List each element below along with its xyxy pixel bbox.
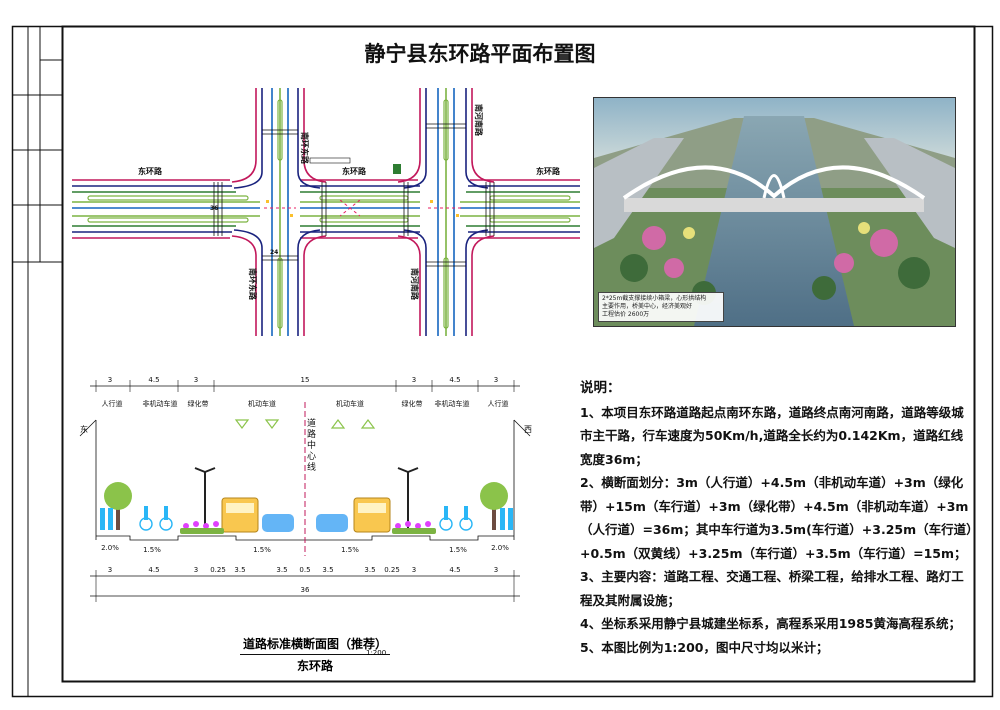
bottom-dim: 3 — [108, 566, 112, 574]
road-label-ne: 南河南路 — [474, 104, 484, 137]
bottom-dim: 4.5 — [148, 566, 159, 574]
lane-dim-1: 24 — [270, 249, 278, 256]
top-dim: 3 — [108, 376, 112, 384]
note-item: 3、主要内容：道路工程、交通工程、桥梁工程，给排水工程、路灯工程及其附属设施； — [580, 569, 964, 608]
road-label-sw: 南环东路 — [248, 268, 258, 301]
bottom-dim: 3.5 — [322, 566, 333, 574]
bottom-dim: 3 — [194, 566, 198, 574]
road-label-east: 东环路 — [536, 166, 561, 176]
render-caption-line: 主要作用，桥美中心，经济美观好 — [602, 303, 693, 310]
zone-label: 绿化带 — [188, 399, 209, 408]
cross-section-scale: 1:200 — [366, 649, 387, 657]
slope-label: 1.5% — [449, 546, 467, 554]
note-item: 4、坐标系采用静宁县城建坐标系，高程系采用1985黄海高程系统； — [580, 616, 961, 631]
slope-label: 1.5% — [143, 546, 161, 554]
slope-label: 2.0% — [491, 544, 509, 552]
cross-section-title: 道路标准横断面图（推荐） 东环路 — [240, 635, 390, 674]
drawing-title: 静宁县东环路平面布置图 — [364, 42, 596, 66]
cross-section-title-line1: 道路标准横断面图（推荐） — [240, 635, 390, 655]
top-dim: 4.5 — [449, 376, 460, 384]
top-dim: 3 — [412, 376, 416, 384]
slope-label: 1.5% — [341, 546, 359, 554]
bottom-dim: 3.5 — [276, 566, 287, 574]
top-dim: 4.5 — [148, 376, 159, 384]
side-label-left: 东 — [80, 424, 88, 434]
zone-label: 机动车道 — [248, 399, 276, 408]
road-label-nw: 南环东路 — [300, 132, 310, 165]
lane-dim-2: 36 — [210, 205, 218, 212]
slope-label: 2.0% — [101, 544, 119, 552]
center-line-label: 道路中心线 — [305, 417, 316, 473]
sign-plate — [309, 157, 351, 164]
bottom-dim: 3 — [494, 566, 498, 574]
signpost-icon — [393, 164, 401, 174]
slope-label: 1.5% — [253, 546, 271, 554]
notes-heading: 说明： — [580, 380, 621, 396]
note-item: 5、本图比例为1:200，图中尺寸均以米计； — [580, 639, 829, 655]
render-caption-line: 工程估价 2600万 — [602, 311, 650, 318]
bottom-dim: 3.5 — [364, 566, 375, 574]
bottom-dim: 3.5 — [234, 566, 245, 574]
cross-section-title-line2: 东环路 — [296, 659, 333, 673]
render-caption: 2*25m截支撑接续小箱梁，心形拱结构 主要作用，桥美中心，经济美观好 工程估价… — [598, 292, 724, 322]
bridge-rendering-art — [594, 98, 955, 326]
top-dim: 3 — [494, 376, 498, 384]
total-dim: 36 — [301, 586, 310, 594]
bottom-dim: 0.5 — [299, 566, 310, 574]
side-label-right: 西 — [524, 425, 532, 434]
road-label-mid: 东环路 — [342, 166, 367, 176]
top-dim: 3 — [194, 376, 198, 384]
bottom-dim: 3 — [412, 566, 416, 574]
notes-panel: 说明： 1、本项目东环路道路起点南环东路，道路终点南河南路，道路等级城市主干路，… — [580, 377, 975, 659]
zone-label: 机动车道 — [336, 399, 364, 408]
zone-label: 人行道 — [488, 399, 509, 408]
zone-label: 绿化带 — [402, 399, 423, 408]
note-item: 2、横断面划分：3m（人行道）+4.5m（非机动车道）+3m（绿化带）+15m（… — [580, 475, 973, 561]
bottom-dim: 0.25 — [384, 566, 400, 574]
bridge-rendering: 2*25m截支撑接续小箱梁，心形拱结构 主要作用，桥美中心，经济美观好 工程估价… — [593, 97, 956, 327]
road-label-west: 东环路 — [138, 166, 163, 176]
note-item: 1、本项目东环路道路起点南环东路，道路终点南河南路，道路等级城市主干路，行车速度… — [580, 404, 964, 467]
road-label-se: 南河南路 — [410, 268, 420, 301]
zone-label: 人行道 — [102, 399, 123, 408]
top-dim: 15 — [301, 376, 310, 384]
render-caption-line: 2*25m截支撑接续小箱梁，心形拱结构 — [602, 295, 707, 302]
bottom-dim: 4.5 — [449, 566, 460, 574]
zone-label: 非机动车道 — [143, 399, 178, 408]
bottom-dim: 0.25 — [210, 566, 226, 574]
zone-label: 非机动车道 — [435, 399, 470, 408]
